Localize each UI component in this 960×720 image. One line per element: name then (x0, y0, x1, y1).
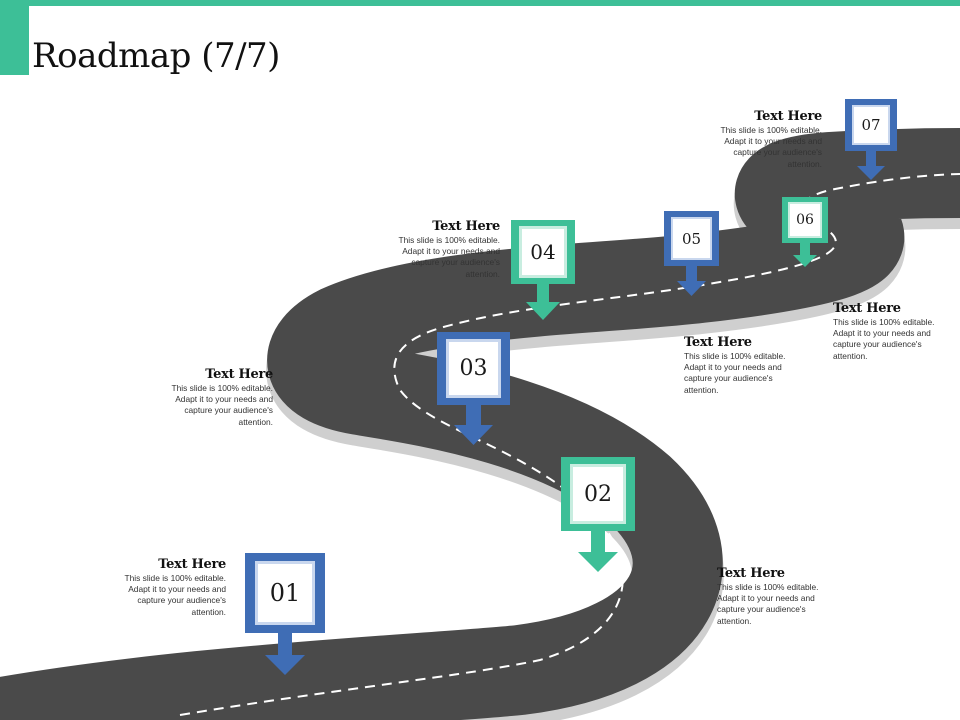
milestone-text-01: Text Here This slide is 100% editable. A… (122, 557, 227, 618)
milestone-title: Text Here (205, 367, 273, 382)
down-arrow-icon (526, 284, 560, 320)
down-arrow-icon (793, 243, 817, 267)
marker-box: 05 (664, 211, 719, 266)
milestone-description: This slide is 100% editable. Adapt it to… (833, 317, 935, 361)
down-arrow-icon (677, 266, 706, 296)
milestone-marker-07: 07 (845, 99, 897, 180)
marker-number: 07 (852, 105, 890, 145)
top-accent-bar (0, 0, 960, 6)
marker-box: 04 (511, 220, 575, 284)
milestone-title: Text Here (833, 301, 901, 316)
marker-number: 06 (788, 202, 822, 238)
marker-number: 02 (570, 464, 626, 524)
milestone-marker-03: 03 (437, 332, 510, 445)
down-arrow-icon (578, 531, 618, 572)
milestone-description: This slide is 100% editable. Adapt it to… (124, 573, 227, 617)
milestone-description: This slide is 100% editable. Adapt it to… (398, 235, 501, 279)
corner-accent-block (0, 0, 29, 75)
marker-number: 05 (671, 217, 712, 260)
marker-box: 03 (437, 332, 510, 405)
milestone-text-07: Text Here This slide is 100% editable. A… (718, 109, 823, 170)
marker-box: 01 (245, 553, 325, 633)
milestone-text-04: Text Here This slide is 100% editable. A… (396, 219, 501, 280)
marker-box: 02 (561, 457, 635, 531)
marker-number: 01 (255, 561, 315, 625)
marker-box: 07 (845, 99, 897, 151)
marker-number: 04 (519, 226, 567, 278)
milestone-title: Text Here (684, 335, 752, 350)
milestone-description: This slide is 100% editable. Adapt it to… (720, 125, 823, 169)
milestone-description: This slide is 100% editable. Adapt it to… (171, 383, 274, 427)
milestone-text-05: Text Here This slide is 100% editable. A… (684, 335, 788, 396)
milestone-marker-02: 02 (561, 457, 635, 572)
down-arrow-icon (454, 405, 493, 445)
milestone-marker-05: 05 (664, 211, 719, 296)
milestone-title: Text Here (754, 109, 822, 124)
down-arrow-icon (857, 151, 885, 180)
milestone-title: Text Here (717, 566, 785, 581)
milestone-title: Text Here (158, 557, 226, 572)
milestone-marker-06: 06 (782, 197, 828, 267)
milestone-title: Text Here (432, 219, 500, 234)
marker-number: 03 (446, 339, 501, 398)
down-arrow-icon (265, 633, 305, 675)
milestone-text-06: Text Here This slide is 100% editable. A… (833, 301, 937, 362)
milestone-marker-04: 04 (511, 220, 575, 320)
milestone-description: This slide is 100% editable. Adapt it to… (684, 351, 786, 395)
page-title: Roadmap (7/7) (32, 36, 280, 76)
marker-box: 06 (782, 197, 828, 243)
milestone-text-03: Text Here This slide is 100% editable. A… (169, 367, 274, 428)
milestone-marker-01: 01 (245, 553, 325, 675)
milestone-text-02: Text Here This slide is 100% editable. A… (717, 566, 821, 627)
milestone-description: This slide is 100% editable. Adapt it to… (717, 582, 819, 626)
